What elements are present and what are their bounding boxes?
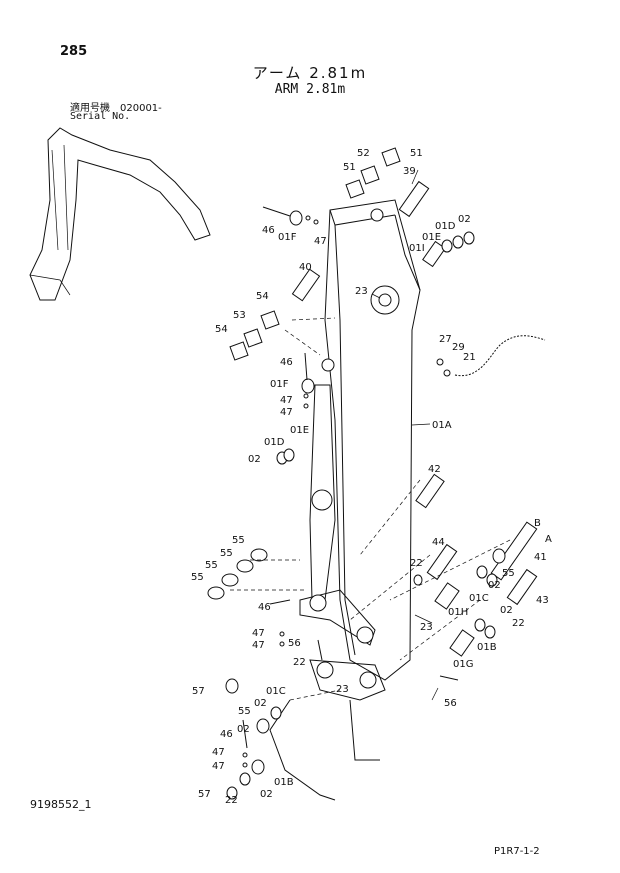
linkage-bucket: [269, 589, 386, 801]
callout-56: 56: [288, 638, 301, 649]
callout-53: 53: [233, 310, 246, 321]
callout-43: 43: [536, 595, 549, 606]
callout-02: 02: [500, 605, 513, 616]
callout-41: 41: [534, 552, 547, 563]
footer-code-right: P1R7-1-2: [494, 846, 540, 857]
callout-01C: 01C: [266, 686, 286, 697]
alignment-lines: [230, 317, 511, 701]
callout-46: 46: [280, 357, 293, 368]
callout-47: 47: [280, 395, 293, 406]
callout-23: 23: [420, 622, 433, 633]
arm-body: [324, 199, 421, 681]
callout-02: 02: [237, 724, 250, 735]
callout-42: 42: [428, 464, 441, 475]
callout-01F: 01F: [270, 379, 289, 390]
callout-27: 27: [439, 334, 452, 345]
callout-01D: 01D: [264, 437, 285, 448]
excavator-silhouette-icon: [29, 127, 211, 301]
callout-47: 47: [314, 236, 327, 247]
page-title-jp: アーム 2.81m: [252, 64, 368, 82]
callout-01I: 01I: [409, 243, 425, 254]
callout-47: 47: [252, 640, 265, 651]
callout-51: 51: [343, 162, 356, 173]
callout-01D: 01D: [435, 221, 456, 232]
callout-22: 22: [512, 618, 525, 629]
callout-01B: 01B: [477, 642, 497, 653]
callout-55: 55: [238, 706, 251, 717]
callout-40: 40: [299, 262, 312, 273]
callout-29: 29: [452, 342, 465, 353]
callout-57: 57: [192, 686, 205, 697]
page-number: 285: [60, 44, 88, 59]
hose: [436, 335, 546, 377]
callout-A: A: [545, 534, 552, 545]
callout-23: 23: [355, 286, 368, 297]
callout-02: 02: [260, 789, 273, 800]
callout-01H: 01H: [448, 607, 468, 618]
callout-labels: 52 51 51 39 46 01F 47 01D 02 01E 01I 40 …: [191, 148, 552, 806]
callout-57: 57: [198, 789, 211, 800]
callout-46: 46: [220, 729, 233, 740]
footer-code-left: 9198552_1: [30, 798, 92, 811]
callout-01C: 01C: [469, 593, 489, 604]
callout-01E: 01E: [422, 232, 441, 243]
callout-02: 02: [254, 698, 267, 709]
callout-22: 22: [293, 657, 306, 668]
page-title-en: ARM 2.81m: [274, 82, 346, 97]
callout-54: 54: [215, 324, 228, 335]
callout-55: 55: [205, 560, 218, 571]
rings: [207, 210, 506, 800]
callout-02: 02: [488, 580, 501, 591]
callout-02: 02: [248, 454, 261, 465]
callout-55: 55: [502, 568, 515, 579]
callout-21: 21: [463, 352, 476, 363]
callout-52: 52: [357, 148, 370, 159]
callout-56: 56: [444, 698, 457, 709]
serial-label-en: Serial No.: [70, 111, 131, 122]
callout-47: 47: [252, 628, 265, 639]
cylinder: [309, 358, 336, 601]
callout-01E: 01E: [290, 425, 309, 436]
callout-01F: 01F: [278, 232, 297, 243]
callout-47: 47: [212, 761, 225, 772]
pins: [291, 180, 538, 657]
callout-51: 51: [410, 148, 423, 159]
callout-22: 22: [225, 795, 238, 806]
callout-44: 44: [432, 537, 445, 548]
callout-54: 54: [256, 291, 269, 302]
callout-B: B: [534, 518, 541, 529]
callout-46: 46: [262, 225, 275, 236]
leader-lines: [371, 169, 439, 701]
callout-39: 39: [403, 166, 416, 177]
callout-22: 22: [410, 558, 423, 569]
callout-55: 55: [220, 548, 233, 559]
callout-01B: 01B: [274, 777, 294, 788]
callout-01A: 01A: [432, 420, 452, 431]
callout-55: 55: [232, 535, 245, 546]
plates: [229, 147, 401, 361]
callout-47: 47: [212, 747, 225, 758]
bolts: [242, 206, 459, 768]
serial-label-jp: 適用号機 020001-: [70, 103, 162, 114]
callout-02: 02: [458, 214, 471, 225]
callout-46: 46: [258, 602, 271, 613]
callout-23: 23: [336, 684, 349, 695]
callout-47: 47: [280, 407, 293, 418]
callout-01G: 01G: [453, 659, 473, 670]
callout-55: 55: [191, 572, 204, 583]
